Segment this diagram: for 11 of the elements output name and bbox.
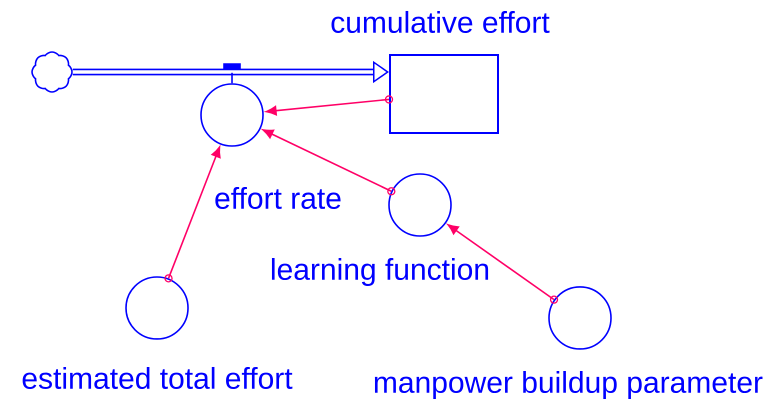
link-arrow (164, 146, 221, 282)
link-arrow (448, 224, 558, 304)
link-arrow (266, 95, 394, 116)
node-label: estimated total effort (22, 366, 292, 389)
node-label: cumulative effort (332, 10, 550, 34)
node-label: learning function (272, 258, 488, 286)
valve-stem (231, 72, 233, 84)
cloud-symbol (31, 51, 73, 93)
link-arrow (262, 129, 396, 196)
node-label: manpower buildup parameter (374, 371, 762, 399)
node-label: effort rate (215, 187, 341, 209)
